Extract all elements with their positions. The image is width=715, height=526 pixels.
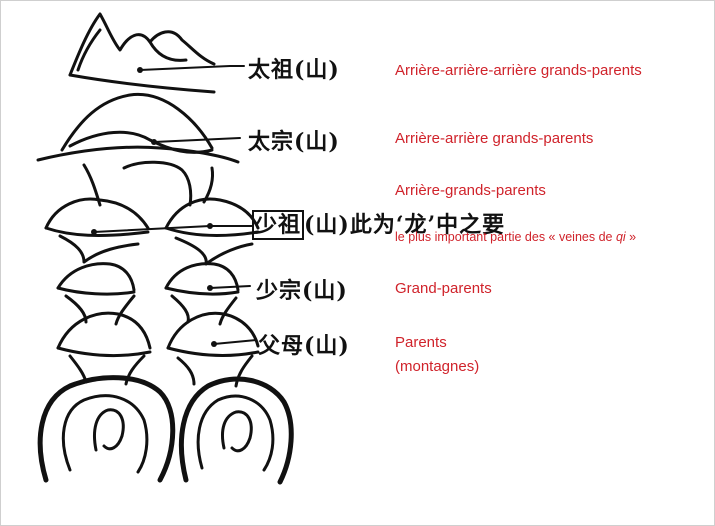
peak-taizu xyxy=(68,12,216,77)
note-text-a: le plus important partie des « veines de xyxy=(395,230,616,244)
label-taizong-fr: Arrière-arrière grands-parents xyxy=(395,130,594,147)
cave-right xyxy=(178,376,294,485)
note-text-qi: qi xyxy=(615,230,626,244)
peak-fumu-left xyxy=(56,311,152,350)
peak-taizong xyxy=(60,92,214,152)
label-shaozong-zh: 少宗(山) xyxy=(256,278,348,304)
peak-fumu-right xyxy=(166,311,260,350)
label-shaozu-boxed: 少祖 xyxy=(252,210,305,240)
label-taizu-fr: Arrière-arrière-arrière grands-parents xyxy=(395,62,642,79)
label-shaozu-note: le plus important partie des « veines de… xyxy=(395,230,636,244)
label-fumu-zh: 父母(山) xyxy=(258,333,350,359)
label-fumu-fr-sub: (montagnes) xyxy=(395,358,480,375)
peak-shaozong-left xyxy=(56,262,136,292)
cave-left xyxy=(37,375,176,483)
label-shaozu-zh: 少祖(山)此为‘龙’中之要 xyxy=(252,207,506,240)
label-taizong-zh: 太宗(山) xyxy=(248,129,340,155)
label-shaozu-rest: (山)此为‘龙’中之要 xyxy=(304,212,506,238)
peak-shaozu-right xyxy=(164,197,260,230)
peak-shaozu-left xyxy=(44,197,150,230)
peak-shaozong-right xyxy=(164,262,240,292)
label-taizu-zh: 太祖(山) xyxy=(248,57,340,83)
label-shaozong-fr: Grand-parents xyxy=(395,280,492,297)
note-text-b: » xyxy=(625,230,637,244)
label-fumu-fr: Parents xyxy=(395,334,447,351)
label-shaozu-fr: Arrière-grands-parents xyxy=(395,182,546,199)
